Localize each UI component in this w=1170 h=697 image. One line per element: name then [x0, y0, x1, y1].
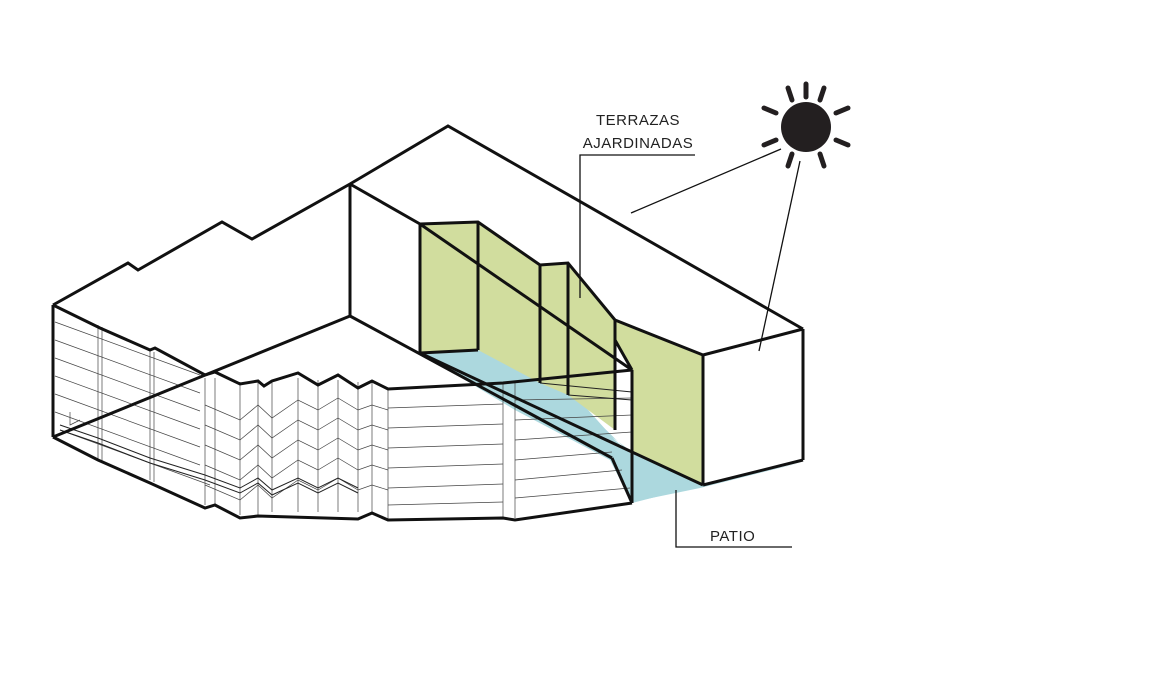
building-outline: [51, 124, 805, 522]
terrace-wall-3: [540, 263, 568, 395]
patio-label: PATIO: [710, 528, 755, 545]
terraces-label-line1: TERRAZAS: [596, 112, 680, 129]
terraces-label-line2: AJARDINADAS: [583, 135, 694, 152]
terraces-leader: [579, 154, 695, 298]
terrace-wall-5: [615, 320, 703, 485]
patio-leader: [675, 490, 792, 548]
terrace-wall-1: [420, 222, 478, 353]
sun-ray-wall: [758, 160, 801, 352]
terrace-wall-4: [568, 263, 615, 430]
sun-icon: [761, 81, 851, 169]
facade-floor-lines: [54, 321, 633, 520]
sun-ray-roof: [630, 148, 782, 214]
terrace-wall-2: [478, 222, 540, 383]
